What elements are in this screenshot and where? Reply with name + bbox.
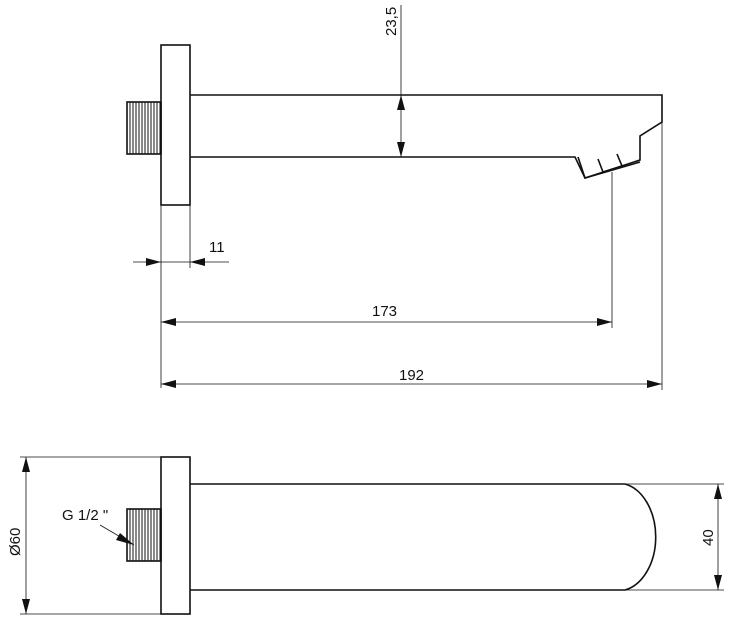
dim-flange-diameter-label: Ø60 xyxy=(7,528,24,556)
side-spout-body xyxy=(190,94,663,179)
top-view: Ø60 G 1/2 " 40 xyxy=(7,456,724,615)
dim-height-top: 23,5 xyxy=(383,5,405,157)
side-aerator xyxy=(577,153,641,179)
side-view: 23,5 11 173 192 xyxy=(126,5,663,390)
dim-total-length: 192 xyxy=(161,122,663,390)
top-flange xyxy=(160,456,191,615)
dim-thread-label: G 1/2 " xyxy=(62,507,108,524)
side-flange xyxy=(160,44,191,206)
dim-total-length-label: 192 xyxy=(399,367,424,384)
dim-spout-width: 40 xyxy=(625,483,724,591)
dim-thread-callout: G 1/2 " xyxy=(62,507,135,546)
dim-height-top-label: 23,5 xyxy=(383,7,400,36)
side-thread-connector xyxy=(126,101,162,155)
top-spout-body xyxy=(190,483,657,591)
dim-flange-thickness-label: 11 xyxy=(209,239,225,256)
dim-outlet-distance-label: 173 xyxy=(372,303,397,320)
dim-flange-diameter: Ø60 xyxy=(7,456,161,615)
top-thread-connector xyxy=(126,508,162,562)
dim-outlet-distance: 173 xyxy=(161,172,613,328)
dim-flange-thickness: 11 xyxy=(133,205,229,388)
dim-spout-width-label: 40 xyxy=(700,529,717,546)
